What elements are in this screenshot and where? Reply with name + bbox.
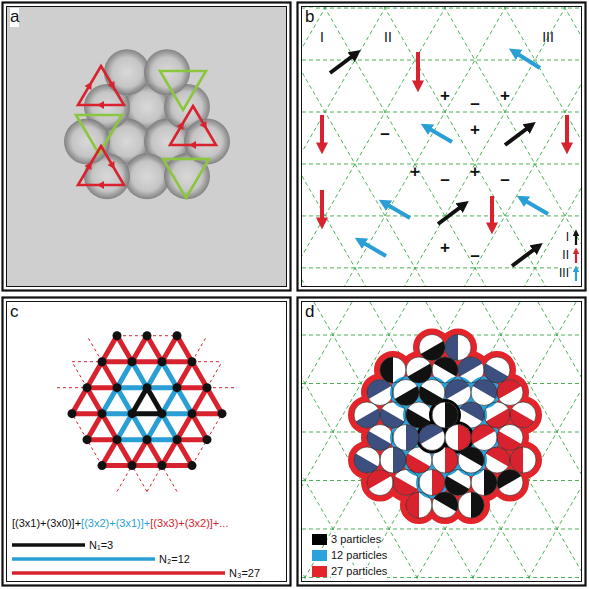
particle-cluster xyxy=(354,334,536,518)
triangle-loop xyxy=(160,71,206,110)
circulation-arrow xyxy=(97,101,104,109)
legend-text: I xyxy=(566,231,569,244)
charge-sign: + xyxy=(470,163,480,182)
charge-sign: – xyxy=(470,247,479,266)
circulation-arrow xyxy=(85,80,95,90)
panel-border xyxy=(3,3,586,586)
circulation-arrow xyxy=(97,181,104,189)
circulation-arrow xyxy=(85,160,95,170)
panel-label: a xyxy=(10,8,19,27)
grid-line xyxy=(302,302,582,582)
charge-sign: + xyxy=(440,87,450,106)
sublattice-label: II xyxy=(384,30,392,45)
triangle-loop xyxy=(163,159,209,198)
circulation-arrow xyxy=(108,161,118,171)
spin-arrow xyxy=(320,115,324,146)
spin-arrow xyxy=(330,55,354,73)
sublattice-label: I xyxy=(320,30,324,45)
formula-term: [(3x2)+(3x1)]+ xyxy=(81,517,150,529)
triangle-loop xyxy=(170,106,216,145)
panel-label: c xyxy=(10,303,19,322)
lattice-bonds xyxy=(57,336,237,492)
legend-text: III xyxy=(559,267,569,280)
charge-sign: + xyxy=(500,87,510,106)
charge-sign: – xyxy=(380,125,389,144)
legend-lines xyxy=(12,545,225,573)
spin-arrow xyxy=(416,52,420,84)
spin-arrow xyxy=(575,252,577,263)
circulation-arrow xyxy=(108,81,118,91)
charge-sign: + xyxy=(440,239,450,258)
legend-swatch xyxy=(312,550,327,561)
spin-arrow xyxy=(438,206,462,224)
spin-arrow xyxy=(524,200,548,214)
charge-sign: – xyxy=(500,171,509,190)
legend-text: II xyxy=(562,249,569,262)
panel-label: b xyxy=(305,8,314,27)
grid-line xyxy=(302,7,582,287)
legend-text: N₂=12 xyxy=(159,553,190,565)
legend-swatch xyxy=(312,566,327,577)
spin-arrow xyxy=(505,127,529,145)
sublattice-label: III xyxy=(542,30,554,45)
formula-term: [(3x1)+(3x0)]+ xyxy=(12,517,81,529)
panel-label: d xyxy=(305,303,314,322)
spin-arrow xyxy=(320,190,324,221)
formula-term: [(3x3)+(3x2)]+... xyxy=(150,517,228,529)
spin-arrow xyxy=(575,270,577,281)
triangle-bonds xyxy=(72,336,222,466)
charge-sign: + xyxy=(470,121,480,140)
spin-arrow xyxy=(512,248,536,266)
legend-text: N₁=3 xyxy=(89,539,113,551)
legend-text: N₃=27 xyxy=(229,567,260,579)
spin-arrow xyxy=(516,53,540,68)
spin-arrow xyxy=(565,115,569,146)
legend-text: 12 particles xyxy=(331,549,387,561)
triangle-loop xyxy=(78,146,124,185)
charge-sign: – xyxy=(470,95,479,114)
legend-arrows xyxy=(576,234,577,281)
spin-arrow xyxy=(490,196,494,226)
spin-arrow xyxy=(575,234,577,245)
legend-swatch xyxy=(312,534,327,545)
microscope-image xyxy=(7,7,287,287)
charge-sign: – xyxy=(440,171,449,190)
spin-arrows xyxy=(322,52,567,266)
legend-text: 27 particles xyxy=(331,565,387,577)
circulation-arrow xyxy=(200,121,210,131)
spin-arrow xyxy=(428,128,452,142)
spin-arrow xyxy=(362,242,386,256)
lattice-sites xyxy=(68,331,227,470)
circulation-arrow xyxy=(189,141,196,149)
circulation-arrow xyxy=(177,120,187,130)
charge-sign: + xyxy=(410,163,420,182)
legend-text: 3 particles xyxy=(331,533,381,545)
triangle-loop xyxy=(78,66,124,105)
spin-arrow xyxy=(386,204,410,218)
